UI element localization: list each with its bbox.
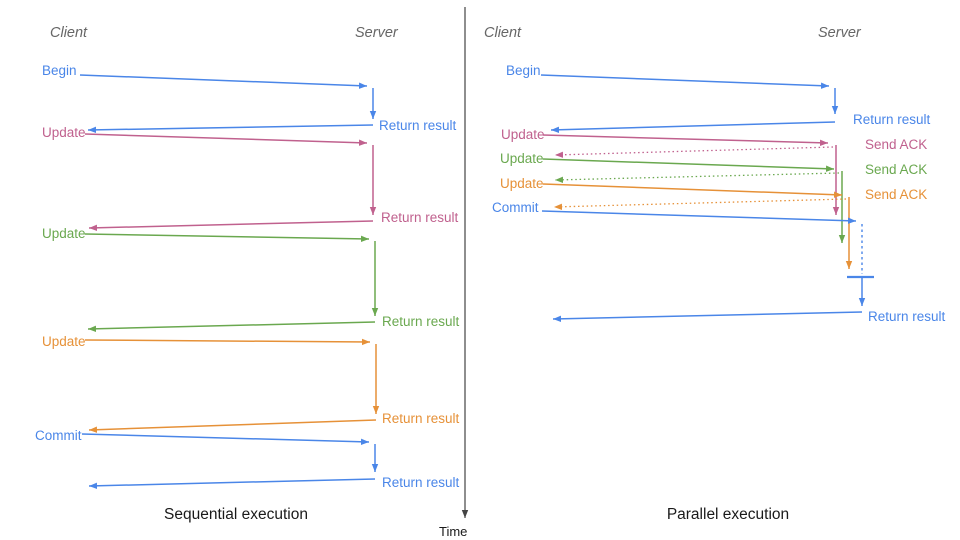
server-header: Server xyxy=(355,25,399,41)
request-arrow xyxy=(84,233,370,243)
sequential-caption: Sequential execution xyxy=(164,506,308,523)
message-label: Begin xyxy=(42,63,77,78)
client-header: Client xyxy=(50,25,88,41)
response-label: Return result xyxy=(868,309,946,324)
request-arrow xyxy=(542,158,835,172)
seq-update2-exchange: Update Return result xyxy=(42,226,460,333)
response-label: Return result xyxy=(853,112,931,127)
response-label: Return result xyxy=(382,314,460,329)
return-arrow xyxy=(87,321,376,333)
message-label: Update xyxy=(500,151,544,166)
request-arrow xyxy=(542,134,829,146)
response-label: Return result xyxy=(381,210,459,225)
par-update1-exchange: Update Send ACK xyxy=(501,127,927,215)
seq-begin-exchange: Begin Return result xyxy=(42,63,457,134)
parallel-caption: Parallel execution xyxy=(667,506,789,523)
sequential-diagram: Client Server Begin Return result Update… xyxy=(35,25,460,523)
ack-arrow xyxy=(554,146,834,158)
par-update3-exchange: Update Send ACK xyxy=(500,176,927,269)
request-arrow xyxy=(79,74,368,89)
return-arrow xyxy=(88,478,376,490)
request-arrow xyxy=(81,433,370,445)
return-arrow xyxy=(87,124,374,134)
parallel-diagram: Client Server Begin Return result Update… xyxy=(484,25,946,523)
message-label: Update xyxy=(42,125,86,140)
response-label: Send ACK xyxy=(865,187,927,202)
server-header: Server xyxy=(818,25,862,41)
return-arrow xyxy=(550,121,836,133)
message-label: Update xyxy=(501,127,545,142)
par-begin-exchange: Begin Return result xyxy=(506,63,931,133)
request-arrow xyxy=(84,338,371,346)
response-label: Return result xyxy=(382,411,460,426)
seq-update3-exchange: Update Return result xyxy=(42,334,460,433)
par-commit-exchange: Commit Return result xyxy=(492,200,946,324)
client-header: Client xyxy=(484,25,522,41)
ack-arrow xyxy=(554,172,840,184)
response-label: Return result xyxy=(379,118,457,133)
return-arrow xyxy=(552,311,863,323)
return-arrow xyxy=(88,220,374,232)
par-update2-exchange: Update Send ACK xyxy=(500,151,927,243)
time-axis: Time xyxy=(439,7,469,539)
response-label: Return result xyxy=(382,475,460,490)
message-label: Update xyxy=(42,334,86,349)
message-label: Update xyxy=(500,176,544,191)
message-label: Commit xyxy=(492,200,539,215)
ack-arrow xyxy=(553,198,847,210)
seq-update1-exchange: Update Return result xyxy=(42,125,459,232)
request-arrow xyxy=(542,183,843,198)
request-arrow xyxy=(84,133,368,146)
return-arrow xyxy=(88,419,377,433)
message-label: Update xyxy=(42,226,86,241)
response-label: Send ACK xyxy=(865,137,927,152)
message-label: Begin xyxy=(506,63,541,78)
message-label: Commit xyxy=(35,428,82,443)
response-label: Send ACK xyxy=(865,162,927,177)
request-arrow xyxy=(540,74,830,89)
seq-commit-exchange: Commit Return result xyxy=(35,428,460,490)
request-arrow xyxy=(541,210,857,224)
time-axis-label: Time xyxy=(439,524,467,539)
